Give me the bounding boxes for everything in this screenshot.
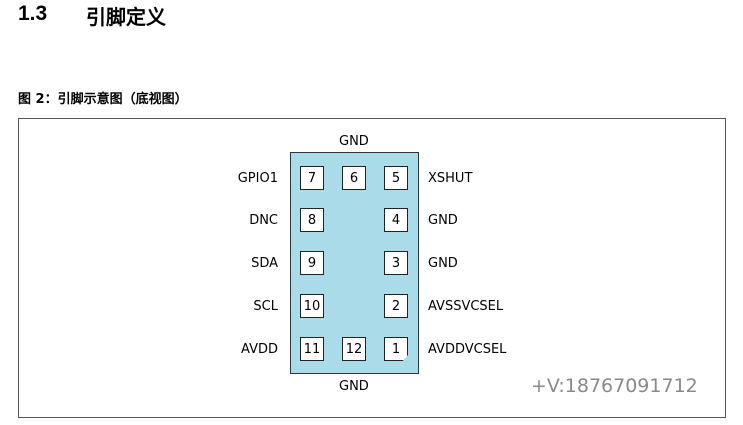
pad-pin-5: 5 [384, 166, 408, 190]
figure-frame [18, 118, 726, 418]
section-title: 引脚定义 [86, 5, 166, 29]
pad-pin-9: 9 [300, 251, 324, 275]
right-label-gnd-4: GND [428, 213, 458, 228]
pad-pin-6: 6 [342, 166, 366, 190]
chip-bottom-label: GND [339, 379, 369, 394]
right-label-xshut: XSHUT [428, 171, 473, 186]
right-label-gnd-3: GND [428, 256, 458, 271]
pad-pin-4: 4 [384, 208, 408, 232]
pad-pin-8: 8 [300, 208, 324, 232]
pad-pin-12: 12 [342, 337, 366, 361]
pad-pin-1: 1 [384, 337, 408, 361]
pad-pin-3: 3 [384, 251, 408, 275]
left-label-gpio1: GPIO1 [237, 171, 278, 186]
left-label-avdd: AVDD [241, 342, 278, 357]
right-label-avssvcsel: AVSSVCSEL [428, 299, 504, 314]
right-label-avddvcsel: AVDDVCSEL [428, 342, 507, 357]
pad-pin-7: 7 [300, 166, 324, 190]
left-label-dnc: DNC [249, 213, 278, 228]
pad-pin-10: 10 [300, 294, 324, 318]
pad-pin-2: 2 [384, 294, 408, 318]
section-number: 1.3 [18, 2, 48, 25]
figure-caption: 图 2：引脚示意图（底视图） [18, 92, 188, 107]
left-label-scl: SCL [253, 299, 278, 314]
pad-pin-11: 11 [300, 337, 324, 361]
watermark-text: +V:18767091712 [531, 375, 698, 397]
left-label-sda: SDA [251, 256, 278, 271]
chip-top-label: GND [339, 134, 369, 149]
